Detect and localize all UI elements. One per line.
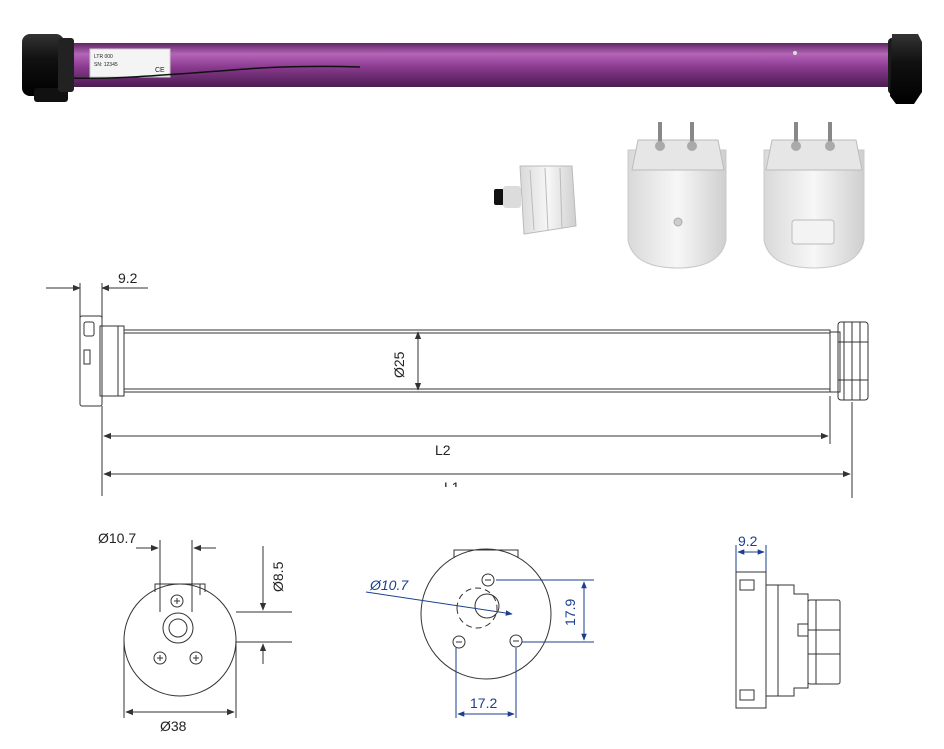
dim-flange-width: 9.2: [46, 270, 148, 318]
drive-adapter-photo: [494, 165, 577, 235]
hole-spacing-vertical-label: 17.9: [562, 599, 578, 626]
tube-diameter-label: Ø25: [391, 351, 407, 378]
length-l2-label: L2: [435, 442, 451, 458]
dim-side-width: [735, 545, 767, 572]
dim-hole-spacing-horizontal: [455, 648, 517, 718]
shaft-diameter-b-label: Ø10.7: [369, 577, 409, 593]
dim-head-diameter: [123, 640, 237, 718]
dim-hole-spacing-vertical: [496, 579, 594, 643]
side-width-label: 9.2: [738, 533, 758, 549]
motor-label-line-2: SN: 12345: [94, 62, 118, 68]
motor-label-sticker: [89, 48, 171, 78]
flange-width-label: 9.2: [118, 270, 138, 286]
side-elevation-drawing: [79, 315, 869, 407]
end-view-flange: [420, 548, 552, 680]
motor-label-line-1: LTR 000: [94, 54, 113, 60]
motor-tube: [62, 43, 894, 87]
dim-tube-diameter: Ø25: [391, 331, 422, 391]
height-a-label: Ø8.5: [270, 561, 286, 592]
ce-mark: CE: [155, 67, 165, 74]
side-view-head: [735, 571, 841, 709]
dim-length-l1: L1: [103, 470, 851, 499]
tubular-motor-photo: LTR 000 SN: 12345 CE: [22, 34, 922, 104]
dim-height-a: [236, 546, 292, 664]
dim-length-l2: L2: [101, 396, 853, 498]
shaft-diameter-a-label: Ø10.7: [98, 530, 136, 546]
dim-shaft-diameter-b: Ø10.7: [365, 577, 513, 616]
bracket-left-photo: [627, 122, 727, 269]
head-diameter-label: Ø38: [160, 718, 187, 734]
end-view-head: [123, 583, 237, 697]
motor-left-cap: [22, 34, 74, 102]
motor-cable: [69, 65, 361, 80]
bracket-right-photo: [763, 122, 865, 269]
dim-shaft-diameter-a: [136, 540, 216, 612]
motor-screw-dot: [793, 51, 797, 55]
hole-spacing-horizontal-label: 17.2: [470, 695, 497, 711]
motor-right-cap: [888, 34, 922, 104]
